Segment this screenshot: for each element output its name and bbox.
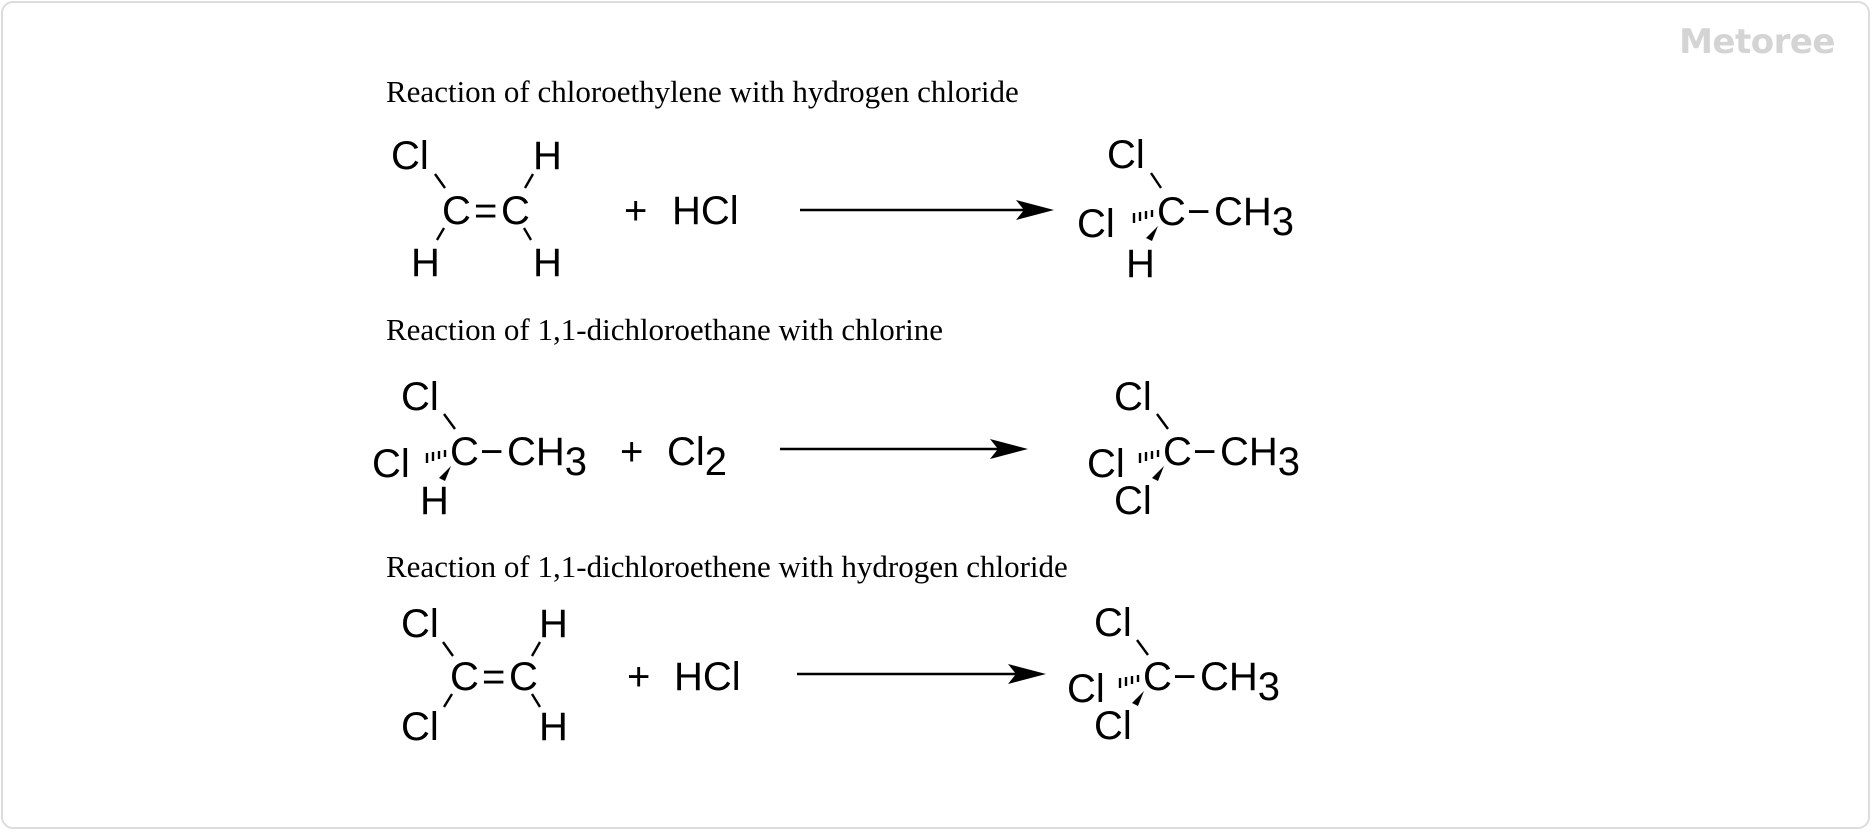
r2-product-bond-top <box>1156 413 1169 430</box>
reaction-2-product: Cl Cl C − CH3 Cl <box>1087 375 1300 523</box>
r1-reactant-top-left-atom: Cl <box>391 134 429 178</box>
r3-reactant-bottom-left-atom: Cl <box>401 705 439 749</box>
r3-product-solid-wedge <box>1132 691 1144 706</box>
r1-reactant-bottom-right-atom: H <box>533 241 562 285</box>
metoree-logo: Metoree <box>1679 22 1835 62</box>
reaction-1-reactant: Cl H C = C H H <box>391 134 562 285</box>
r3-reactant-carbon-right: C <box>509 655 538 699</box>
r3-bond-top-left <box>442 641 454 657</box>
r3-product-top-atom: Cl <box>1094 601 1132 645</box>
r3-plus-sign: + <box>627 655 650 699</box>
r2-product-left-atom: Cl <box>1087 442 1125 486</box>
r2-reaction-arrow <box>780 439 1028 459</box>
r1-reaction-arrow <box>800 200 1054 220</box>
r2-reactant-left-atom: Cl <box>372 442 410 486</box>
r1-product-left-atom: Cl <box>1077 202 1115 246</box>
r1-product-top-atom: Cl <box>1107 133 1145 177</box>
reaction-1-title: Reaction of chloroethylene with hydrogen… <box>386 74 1019 109</box>
r2-product-hashed-wedge <box>1138 450 1160 463</box>
r2-product-methyl: CH3 <box>1220 430 1300 484</box>
r1-bond-bottom-right <box>522 227 533 241</box>
r1-plus-sign: + <box>624 189 647 233</box>
r3-product-hashed-wedge <box>1118 675 1140 688</box>
r2-reagent: Cl2 <box>667 430 727 484</box>
r1-product-hashed-wedge <box>1132 210 1154 223</box>
r2-product-carbon: C <box>1163 430 1192 474</box>
r2-reactant-methyl: CH3 <box>507 430 587 484</box>
r1-reagent: HCl <box>672 189 739 233</box>
r2-reactant-top-atom: Cl <box>401 375 439 419</box>
r2-product-single-bond: − <box>1193 430 1216 474</box>
reaction-3-product: Cl Cl C − CH3 Cl <box>1067 601 1280 748</box>
r1-product-carbon: C <box>1157 190 1186 234</box>
r1-product-methyl: CH3 <box>1214 190 1294 244</box>
r2-reactant-bottom-atom: H <box>420 479 449 523</box>
r3-reactant-double-bond: = <box>482 655 505 699</box>
r1-reactant-carbon-left: C <box>442 189 471 233</box>
r1-product-solid-wedge <box>1146 226 1158 241</box>
r3-bond-bottom-right <box>530 693 542 708</box>
r1-product-bottom-atom: H <box>1126 242 1155 286</box>
r1-product-bond-top <box>1150 172 1162 189</box>
r3-product-bottom-atom: Cl <box>1094 704 1132 748</box>
r3-reactant-top-right-atom: H <box>539 602 568 646</box>
reaction-3-title: Reaction of 1,1-dichloroethene with hydr… <box>386 549 1068 584</box>
r2-product-top-atom: Cl <box>1114 375 1152 419</box>
r2-reactant-solid-wedge <box>439 466 451 481</box>
r2-product-bottom-atom: Cl <box>1114 479 1152 523</box>
r3-product-carbon: C <box>1143 655 1172 699</box>
r1-product-single-bond: − <box>1187 190 1210 234</box>
r3-reaction-arrow <box>797 664 1046 684</box>
r3-product-methyl: CH3 <box>1200 655 1280 709</box>
r2-product-solid-wedge <box>1152 466 1164 481</box>
r3-product-bond-top <box>1136 639 1149 656</box>
r3-bond-top-right <box>530 641 542 657</box>
r2-reactant-carbon: C <box>450 430 479 474</box>
r2-reactant-single-bond: − <box>480 430 503 474</box>
r1-bond-top-right <box>523 173 535 189</box>
reaction-1-product: Cl Cl C − CH3 H <box>1077 133 1294 286</box>
r1-reactant-top-right-atom: H <box>533 134 562 178</box>
r2-reactant-hashed-wedge <box>425 450 447 463</box>
r3-product-single-bond: − <box>1173 655 1196 699</box>
r1-reactant-carbon-right: C <box>501 189 530 233</box>
r1-bond-top-left <box>434 173 446 189</box>
r3-reactant-bottom-right-atom: H <box>539 705 568 749</box>
r3-reagent: HCl <box>674 655 741 699</box>
r2-reactant-bond-top <box>443 413 456 430</box>
r3-reactant-carbon-left: C <box>450 655 479 699</box>
r3-bond-bottom-left <box>442 693 454 708</box>
r1-bond-bottom-left <box>435 227 446 241</box>
r2-plus-sign: + <box>620 430 643 474</box>
r3-reactant-top-left-atom: Cl <box>401 602 439 646</box>
reaction-3-reactant: Cl H C = C Cl H <box>401 602 568 749</box>
reaction-2-title: Reaction of 1,1-dichloroethane with chlo… <box>386 312 943 347</box>
reaction-2-reactant: Cl Cl C − CH3 H <box>372 375 587 523</box>
r1-reactant-bottom-left-atom: H <box>411 241 440 285</box>
r3-product-left-atom: Cl <box>1067 667 1105 711</box>
r1-reactant-double-bond: = <box>474 189 497 233</box>
